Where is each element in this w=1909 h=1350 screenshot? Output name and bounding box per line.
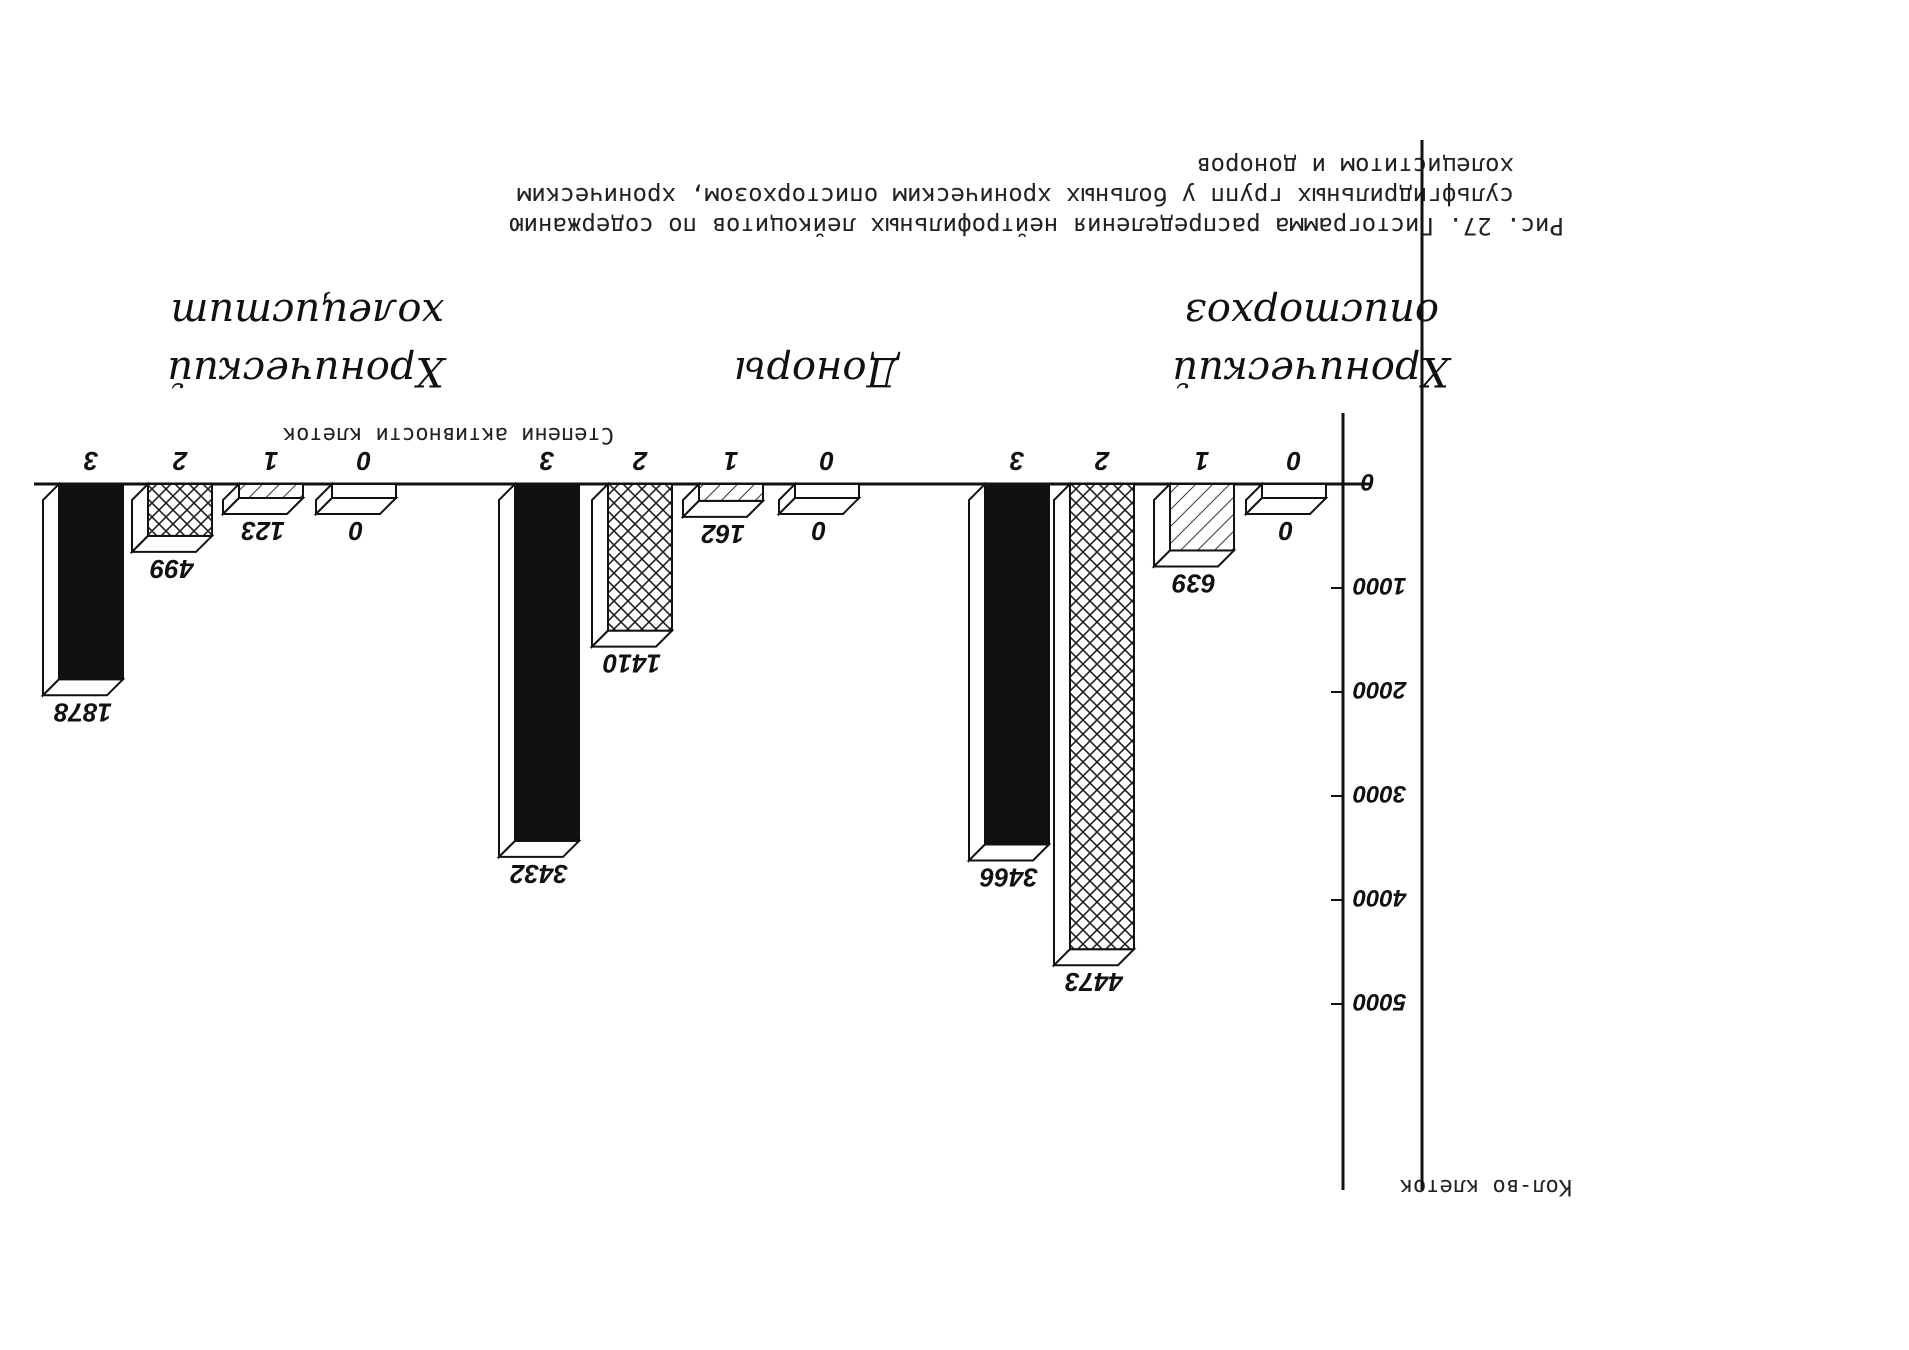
bar	[58, 483, 124, 681]
bar-category-label: 1	[724, 446, 738, 476]
y-tick-label: 1000	[1352, 572, 1406, 599]
y-tick-label: 4000	[1352, 884, 1407, 911]
bar-value-label: 0	[811, 516, 826, 546]
group-label-1-line1: Хронический	[1172, 348, 1452, 394]
bar-category-label: 1	[264, 446, 278, 476]
bar-category-label: 0	[1286, 446, 1301, 476]
group-label-1-line2: описторхоз	[1185, 290, 1439, 336]
y-tick-label: 2000	[1352, 676, 1407, 703]
legend-title: Степени активности клеток	[283, 422, 614, 447]
bar-category-label: 0	[356, 446, 371, 476]
bar-category-label: 3	[1009, 446, 1024, 476]
bar-side-face	[42, 481, 60, 698]
bar-side-face	[498, 481, 516, 860]
bar	[1069, 483, 1135, 951]
bar	[238, 483, 304, 499]
bar	[1261, 483, 1327, 499]
y-tick-label: 3000	[1352, 780, 1406, 807]
bar-category-label: 0	[819, 446, 834, 476]
y-axis-label: Кол-во клеток	[1400, 1174, 1572, 1199]
y-tick-label: 0	[1360, 468, 1374, 495]
bar-category-label: 2	[172, 446, 188, 476]
bar-category-label: 2	[1094, 446, 1110, 476]
bar	[984, 483, 1050, 846]
bar-side-face	[968, 481, 986, 863]
bar-category-label: 3	[539, 446, 554, 476]
group-label-2-line1: Доноры	[734, 348, 901, 394]
figure-caption-line1: Рис. 27. Гистограмма распределения нейтр…	[509, 212, 1564, 240]
bar-category-label: 2	[632, 446, 648, 476]
bar-value-label: 0	[348, 516, 363, 546]
bar-value-label: 162	[701, 519, 745, 549]
bar-value-label: 499	[150, 554, 195, 584]
bar-value-label: 639	[1172, 568, 1216, 598]
bar-value-label: 3466	[980, 862, 1038, 892]
bar-value-label: 4473	[1065, 967, 1124, 997]
group-label-3-line1: Хронический	[167, 348, 447, 394]
bar	[794, 483, 860, 499]
bar	[1169, 482, 1235, 552]
bar-value-label: 1410	[603, 649, 661, 679]
bar-value-label: 0	[1278, 516, 1293, 546]
bar-value-label: 1878	[54, 697, 112, 727]
bar-value-label: 123	[241, 516, 285, 546]
bar	[147, 482, 213, 537]
bar	[331, 483, 397, 499]
group-label-3-line2: холецистит	[171, 290, 444, 336]
figure-caption-line2: сульфгидрильных групп у больных хроничес…	[517, 182, 1514, 210]
bar	[514, 483, 580, 842]
bar-category-label: 1	[1195, 446, 1209, 476]
y-tick-label: 5000	[1352, 988, 1406, 1015]
bar-value-label: 3432	[510, 859, 568, 889]
bar-side-face	[1053, 481, 1071, 968]
bar	[607, 483, 673, 632]
bar	[698, 483, 764, 502]
bar-side-face	[591, 481, 609, 650]
bar-category-label: 3	[83, 446, 98, 476]
figure-caption-line3: холециститом и доноров	[1196, 152, 1514, 180]
